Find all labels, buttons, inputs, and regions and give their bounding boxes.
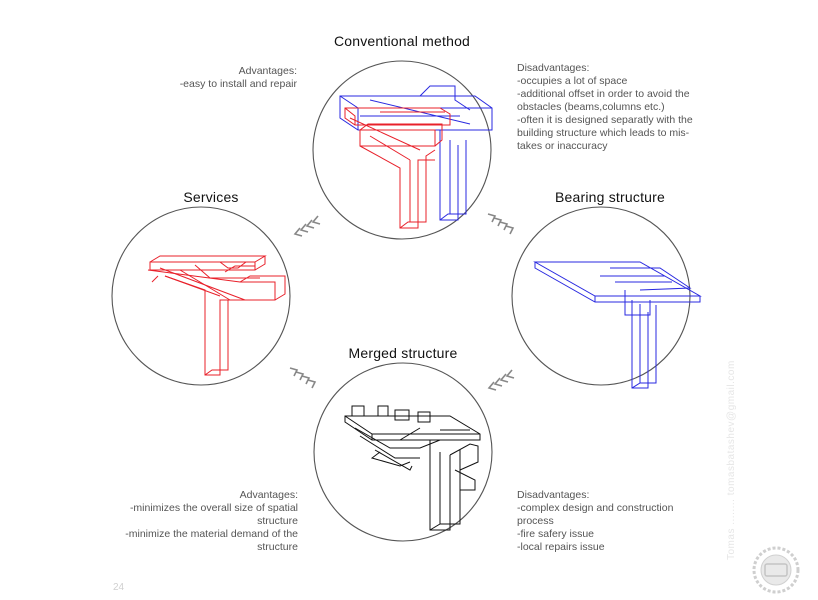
services-circle [111,206,291,386]
conventional-disadvantages: Disadvantages: -occupies a lot of space … [517,62,717,153]
merged-drawing [344,405,481,531]
advantages-line: structure [257,515,298,527]
disadvantages-line: process [517,515,554,527]
arrow-to-bearing-upper [487,213,515,235]
disadvantages-line: -additional offset in order to avoid the [517,88,690,100]
disadvantages-line: -often it is designed separatly with the [517,114,693,126]
disadvantages-line: obstacles (beams,columns etc.) [517,101,665,113]
vertical-watermark: Tomas ........ tomasbatashev@gmail.com [726,360,737,560]
services-title: Services [183,189,239,205]
conventional-advantages: Advantages: -easy to install and repair [160,65,297,91]
conventional-circle [312,60,492,240]
merged-structure-title: Merged structure [348,345,458,361]
advantages-heading: Advantages: [238,65,297,77]
advantages-line: structure [257,541,298,553]
arrow-from-services-lower [289,367,317,389]
arrow-from-bearing-lower [487,369,515,391]
disadvantages-heading: Disadvantages: [517,489,590,501]
merged-advantages: Advantages: -minimizes the overall size … [110,489,298,554]
bearing-structure-title: Bearing structure [554,189,665,205]
page-number: 24 [113,582,125,593]
advantages-line: -minimize the material demand of the [125,528,298,540]
conventional-blue-drawing [339,85,493,221]
merged-disadvantages: Disadvantages: -complex design and const… [517,489,707,554]
disadvantages-line: -fire safery issue [517,528,595,540]
advantages-heading: Advantages: [239,489,298,501]
services-drawing [147,255,286,376]
arrow-to-services-upper [293,215,321,237]
conventional-method-title: Conventional method [333,33,471,49]
advantages-item: -easy to install and repair [179,78,297,90]
conventional-red-drawing [344,107,451,229]
disadvantages-line: -local repairs issue [517,541,605,553]
disadvantages-line: -occupies a lot of space [517,75,628,87]
disadvantages-line: -complex design and construction [517,502,674,514]
disadvantages-line: building structure which leads to mis- [517,127,690,139]
advantages-line: -minimizes the overall size of spatial [129,502,298,514]
bearing-drawing [533,261,702,389]
disadvantages-heading: Disadvantages: [517,62,590,74]
merged-circle [313,362,493,542]
disadvantages-line: takes or inaccuracy [517,140,608,152]
